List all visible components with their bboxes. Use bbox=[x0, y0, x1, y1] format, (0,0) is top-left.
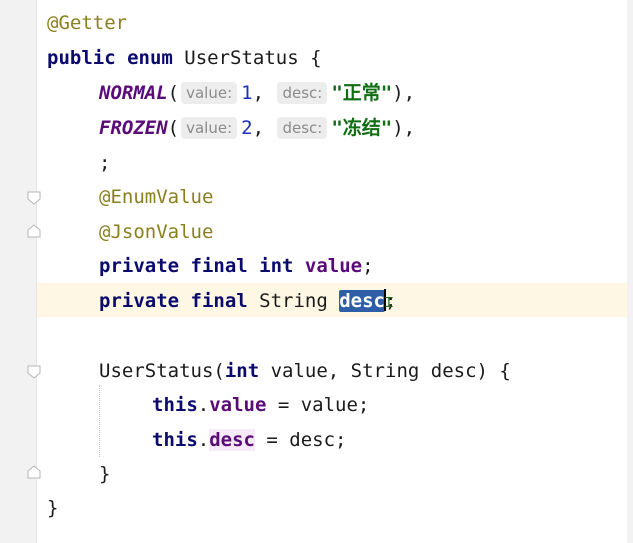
keyword-private-final: private final bbox=[99, 290, 248, 312]
code-line-11[interactable]: UserStatus(int value, String desc) { bbox=[47, 356, 511, 386]
field-desc-ref: desc bbox=[209, 429, 255, 451]
type-string: String bbox=[247, 290, 340, 312]
paren-close: ), bbox=[392, 82, 416, 104]
number-literal: 2 bbox=[241, 117, 253, 139]
code-line-2[interactable]: public enum UserStatus { bbox=[47, 43, 322, 73]
code-line-4[interactable]: FROZEN(value:2, desc:"冻结"), bbox=[47, 113, 415, 143]
annotation-getter: @Getter bbox=[47, 12, 128, 34]
semicolon: ; bbox=[99, 152, 111, 174]
constructor-name: UserStatus( bbox=[99, 360, 225, 382]
code-line-6[interactable]: @EnumValue bbox=[47, 182, 213, 212]
code-line-3[interactable]: NORMAL(value:1, desc:"正常"), bbox=[47, 78, 415, 108]
keyword-this: this bbox=[152, 394, 198, 416]
field-value-ref: value bbox=[209, 394, 267, 416]
indent-guide bbox=[99, 385, 100, 457]
code-line-7[interactable]: @JsonValue bbox=[47, 217, 213, 247]
param-hint-value: value: bbox=[181, 82, 238, 104]
keyword-this: this bbox=[152, 429, 198, 451]
current-line-highlight bbox=[37, 283, 627, 317]
code-line-12[interactable]: this.value = value; bbox=[47, 390, 369, 420]
keyword-int: int bbox=[224, 360, 260, 382]
semicolon: ; bbox=[385, 290, 397, 312]
code-line-8[interactable]: private final int value; bbox=[47, 251, 374, 281]
code-line-15[interactable]: } bbox=[47, 493, 58, 523]
fold-start-icon[interactable] bbox=[27, 365, 41, 379]
code-line-14[interactable]: } bbox=[47, 459, 110, 489]
fold-end-icon[interactable] bbox=[27, 465, 41, 479]
selected-text[interactable]: desc bbox=[339, 290, 385, 312]
annotation-jsonvalue: @JsonValue bbox=[99, 221, 214, 243]
code-line-1[interactable]: @Getter bbox=[47, 8, 127, 38]
closing-brace: } bbox=[47, 497, 59, 519]
param-hint-desc: desc: bbox=[277, 82, 328, 104]
code-line-9[interactable]: private final String desc; bbox=[47, 286, 396, 316]
comma: , bbox=[252, 82, 276, 104]
closing-brace: } bbox=[99, 463, 111, 485]
param-hint-value: value: bbox=[181, 117, 238, 139]
dot: . bbox=[197, 429, 210, 451]
editor-gutter bbox=[0, 0, 37, 543]
code-line-5[interactable]: ; bbox=[47, 148, 110, 178]
editor-right-margin bbox=[627, 0, 633, 543]
text-caret bbox=[384, 289, 386, 311]
keyword-private-final-int: private final int bbox=[99, 255, 294, 277]
fold-end-icon[interactable] bbox=[27, 224, 41, 238]
paren: ( bbox=[167, 117, 180, 139]
string-literal: "冻结" bbox=[331, 117, 393, 139]
code-line-13[interactable]: this.desc = desc; bbox=[47, 425, 347, 455]
annotation-enumvalue: @EnumValue bbox=[99, 186, 214, 208]
enum-constant-frozen: FROZEN bbox=[99, 117, 168, 139]
constructor-params: value, String desc) { bbox=[259, 360, 511, 382]
mouse-cursor-icon: Ɪ bbox=[385, 295, 393, 311]
paren-close: ), bbox=[392, 117, 416, 139]
enum-name: UserStatus { bbox=[172, 47, 322, 69]
dot: . bbox=[197, 394, 210, 416]
assignment: = desc; bbox=[254, 429, 347, 451]
comma: , bbox=[252, 117, 276, 139]
string-literal: "正常" bbox=[331, 82, 393, 104]
assignment: = value; bbox=[266, 394, 370, 416]
enum-constant-normal: NORMAL bbox=[99, 82, 168, 104]
keyword-public-enum: public enum bbox=[47, 47, 173, 69]
field-value: value bbox=[304, 255, 363, 277]
fold-start-icon[interactable] bbox=[27, 191, 41, 205]
number-literal: 1 bbox=[241, 82, 253, 104]
paren: ( bbox=[167, 82, 180, 104]
param-hint-desc: desc: bbox=[277, 117, 328, 139]
semicolon: ; bbox=[362, 255, 374, 277]
